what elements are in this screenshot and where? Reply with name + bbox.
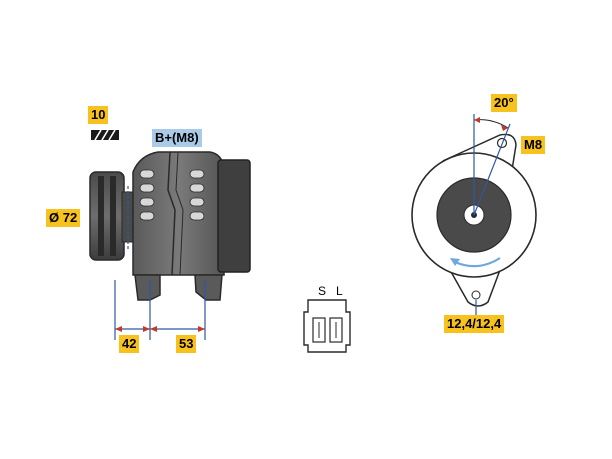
pulley-diameter-tag: Ø 72 (46, 209, 81, 227)
mount-width-tag: 12,4/12,4 (444, 315, 505, 333)
angle-tag: 20° (491, 94, 517, 112)
angle-indicator (473, 114, 511, 216)
hatched-box-icon (91, 129, 119, 141)
dim-a-tag: 42 (119, 335, 140, 353)
pack-count-tag: 10 (88, 106, 109, 124)
dim-b-tag: 53 (176, 335, 197, 353)
plug-pin-l-label: L (336, 284, 343, 298)
alternator-body-side (132, 151, 251, 301)
counterclockwise-arrow-icon (450, 257, 501, 268)
connector-plug (303, 299, 351, 353)
pulley (89, 171, 135, 261)
dimension-arrows-side (115, 326, 205, 332)
terminal-tag: B+(M8) (152, 129, 202, 147)
plug-pin-s-label: S (318, 284, 327, 298)
mount-thread-tag: M8 (521, 136, 546, 154)
